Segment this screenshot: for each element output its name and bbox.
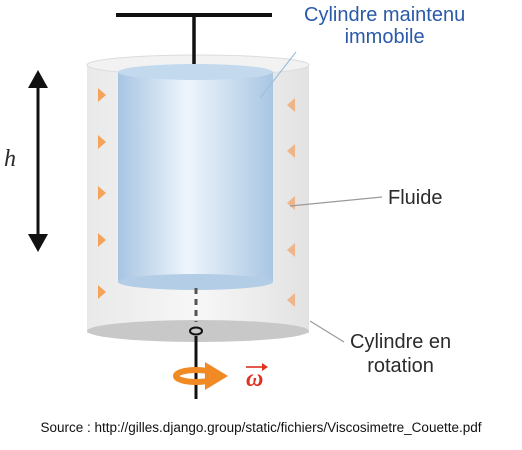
- label-fluid: Fluide: [388, 187, 443, 209]
- omega-vector-arrow: [246, 363, 268, 371]
- bottom-bearing: [189, 326, 203, 336]
- height-arrow-icon: [28, 70, 48, 252]
- label-inner-cylinder-line1: Cylindre maintenu: [304, 4, 466, 26]
- outer-cylinder-bottom: [87, 320, 309, 342]
- omega-symbol: ω: [246, 366, 264, 392]
- label-outer-cylinder-line2: rotation: [367, 355, 434, 377]
- fluid-flow-arrows-left: [98, 88, 106, 299]
- label-inner-cylinder: Cylindre maintenu immobile: [304, 4, 465, 48]
- couette-viscometer-diagram: [28, 13, 383, 399]
- label-outer-cylinder-line1: Cylindre en: [350, 331, 452, 353]
- leader-fluid: [289, 196, 383, 207]
- leader-inner-cylinder: [259, 51, 297, 99]
- leader-outer-cylinder: [309, 320, 345, 343]
- source-caption: Source : http://gilles.django.group/stat…: [40, 420, 482, 435]
- height-symbol: h: [4, 146, 16, 172]
- label-outer-cylinder: Cylindre en rotation: [350, 330, 451, 378]
- rotation-arrow-icon: [173, 362, 228, 390]
- label-inner-cylinder-line2: immobile: [344, 26, 425, 48]
- inner-cylinder: [118, 64, 273, 290]
- fluid-flow-arrows-right: [287, 98, 295, 307]
